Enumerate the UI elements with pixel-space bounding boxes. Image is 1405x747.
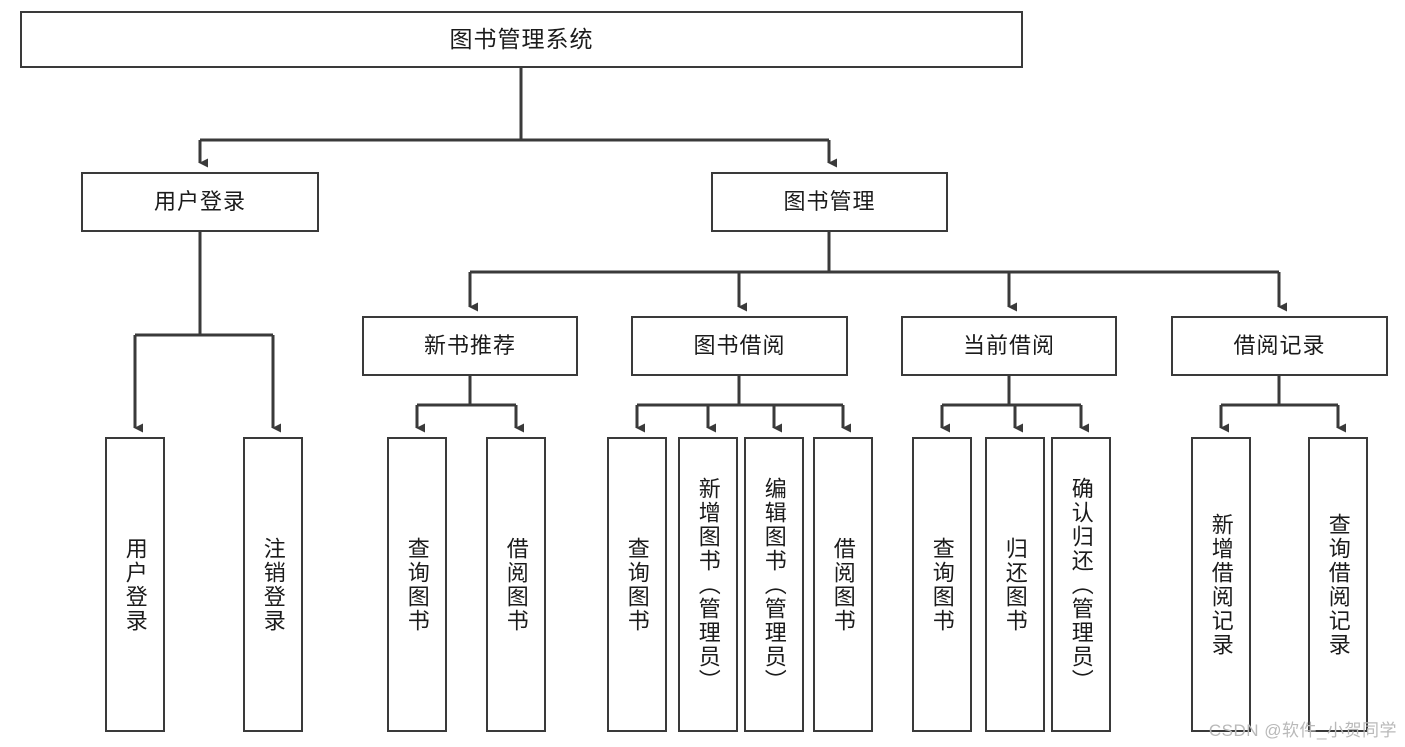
node-leaf-user-login[interactable]: 用户登录 bbox=[105, 437, 165, 732]
node-book-borrow[interactable]: 图书借阅 bbox=[631, 316, 848, 376]
node-leaf-return-book-label: 归还图书 bbox=[1002, 536, 1028, 633]
node-user-login-label: 用户登录 bbox=[153, 189, 246, 215]
node-leaf-borrow-book-2[interactable]: 借阅图书 bbox=[813, 437, 873, 732]
node-leaf-edit-book-admin-label: 编辑图书（管理员） bbox=[761, 476, 787, 693]
node-leaf-query-borrow-record[interactable]: 查询借阅记录 bbox=[1308, 437, 1368, 732]
node-leaf-borrow-book-2-label: 借阅图书 bbox=[830, 536, 856, 633]
node-leaf-add-book-admin[interactable]: 新增图书（管理员） bbox=[678, 437, 738, 732]
node-leaf-edit-book-admin[interactable]: 编辑图书（管理员） bbox=[744, 437, 804, 732]
watermark: CSDN @软件_小贺同学 bbox=[1208, 721, 1397, 740]
node-leaf-add-borrow-record[interactable]: 新增借阅记录 bbox=[1191, 437, 1251, 732]
node-leaf-query-book-1[interactable]: 查询图书 bbox=[387, 437, 447, 732]
node-borrow-record-label: 借阅记录 bbox=[1233, 333, 1326, 359]
node-leaf-borrow-book-1-label: 借阅图书 bbox=[503, 536, 529, 633]
node-new-book-recommend-label: 新书推荐 bbox=[423, 333, 516, 359]
node-leaf-add-borrow-record-label: 新增借阅记录 bbox=[1208, 512, 1234, 657]
node-leaf-add-book-admin-label: 新增图书（管理员） bbox=[695, 476, 721, 693]
node-root[interactable]: 图书管理系统 bbox=[20, 11, 1023, 68]
node-user-login[interactable]: 用户登录 bbox=[81, 172, 319, 232]
node-leaf-user-login-label: 用户登录 bbox=[122, 536, 148, 633]
node-leaf-user-logout[interactable]: 注销登录 bbox=[243, 437, 303, 732]
node-leaf-confirm-return-admin[interactable]: 确认归还（管理员） bbox=[1051, 437, 1111, 732]
node-new-book-recommend[interactable]: 新书推荐 bbox=[362, 316, 578, 376]
node-leaf-query-book-1-label: 查询图书 bbox=[404, 536, 430, 633]
node-leaf-query-book-2-label: 查询图书 bbox=[624, 536, 650, 633]
node-leaf-query-book-3[interactable]: 查询图书 bbox=[912, 437, 972, 732]
node-leaf-user-logout-label: 注销登录 bbox=[260, 536, 286, 633]
node-leaf-borrow-book-1[interactable]: 借阅图书 bbox=[486, 437, 546, 732]
node-current-borrow-label: 当前借阅 bbox=[962, 333, 1055, 359]
node-leaf-return-book[interactable]: 归还图书 bbox=[985, 437, 1045, 732]
node-root-label: 图书管理系统 bbox=[449, 25, 594, 52]
node-current-borrow[interactable]: 当前借阅 bbox=[901, 316, 1117, 376]
node-book-manage-label: 图书管理 bbox=[783, 189, 876, 215]
node-leaf-confirm-return-admin-label: 确认归还（管理员） bbox=[1068, 476, 1094, 693]
node-leaf-query-book-3-label: 查询图书 bbox=[929, 536, 955, 633]
node-leaf-query-borrow-record-label: 查询借阅记录 bbox=[1325, 512, 1351, 657]
node-leaf-query-book-2[interactable]: 查询图书 bbox=[607, 437, 667, 732]
node-borrow-record[interactable]: 借阅记录 bbox=[1171, 316, 1388, 376]
node-book-borrow-label: 图书借阅 bbox=[693, 333, 786, 359]
node-book-manage[interactable]: 图书管理 bbox=[711, 172, 948, 232]
